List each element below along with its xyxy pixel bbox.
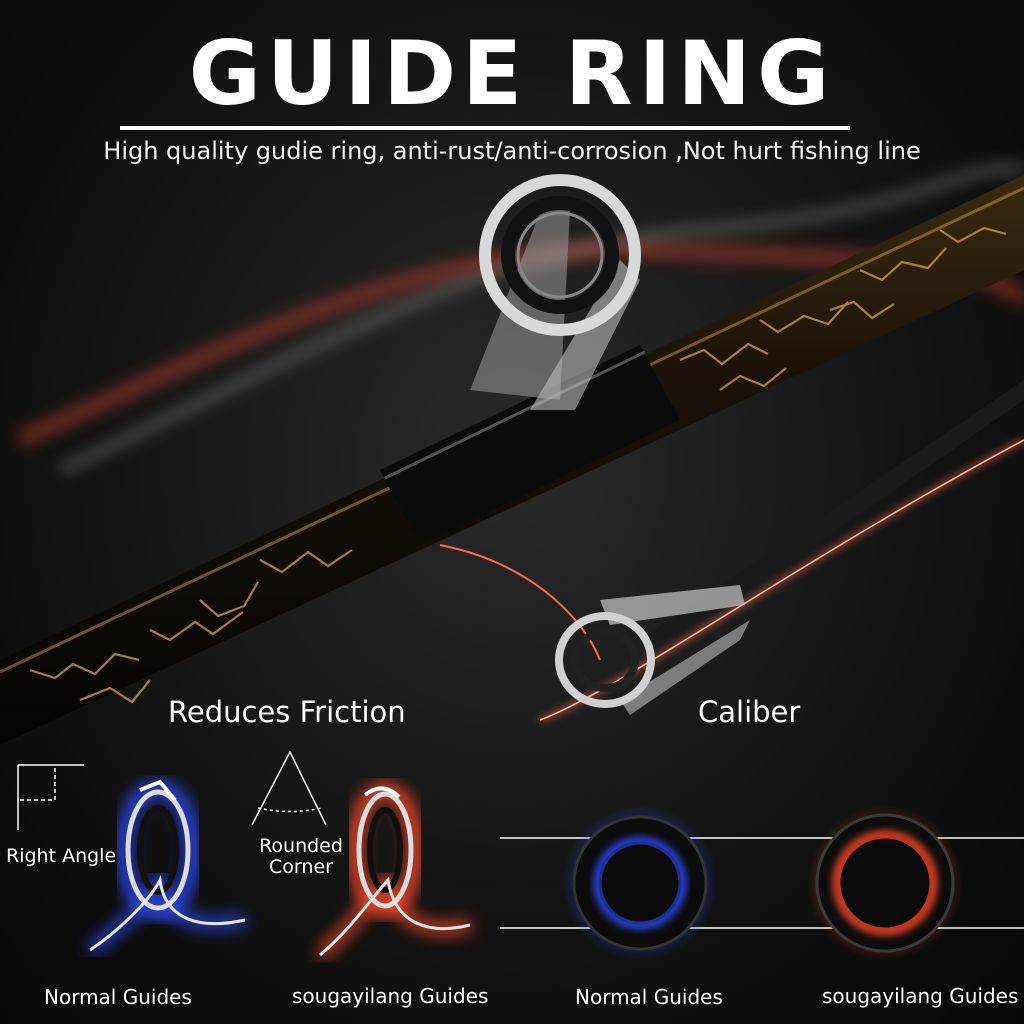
rounded-corner-line2: Corner bbox=[269, 856, 333, 878]
guide-ring-small bbox=[555, 585, 750, 715]
page-subtitle: High quality gudie ring, anti-rust/anti-… bbox=[103, 137, 921, 165]
right-angle-label: Right Angle bbox=[6, 845, 117, 867]
rounded-corner-diagram bbox=[251, 750, 327, 826]
right-angle-diagram bbox=[17, 764, 84, 830]
rounded-corner-line1: Rounded bbox=[259, 835, 343, 857]
normal-guide-icon bbox=[87, 779, 247, 955]
caliber-label: Caliber bbox=[698, 695, 801, 729]
title-underline bbox=[120, 126, 850, 130]
reduces-friction-label: Reduces Friction bbox=[168, 695, 406, 729]
caliber-normal-guides-label: Normal Guides bbox=[575, 985, 723, 1009]
friction-normal-guides-label: Normal Guides bbox=[44, 985, 192, 1009]
caliber-brand-guides-label: sougayilang Guides bbox=[822, 984, 1019, 1008]
rounded-corner-label: Rounded Corner bbox=[256, 836, 346, 878]
rod-blank bbox=[0, 175, 1024, 745]
page-title: GUIDE RING bbox=[188, 22, 836, 125]
guide-ring-large bbox=[470, 174, 641, 410]
brand-guide-icon bbox=[316, 783, 472, 959]
normal-caliber-ring bbox=[562, 805, 718, 961]
brand-caliber-ring bbox=[807, 805, 963, 961]
friction-brand-guides-label: sougayilang Guides bbox=[292, 984, 489, 1008]
